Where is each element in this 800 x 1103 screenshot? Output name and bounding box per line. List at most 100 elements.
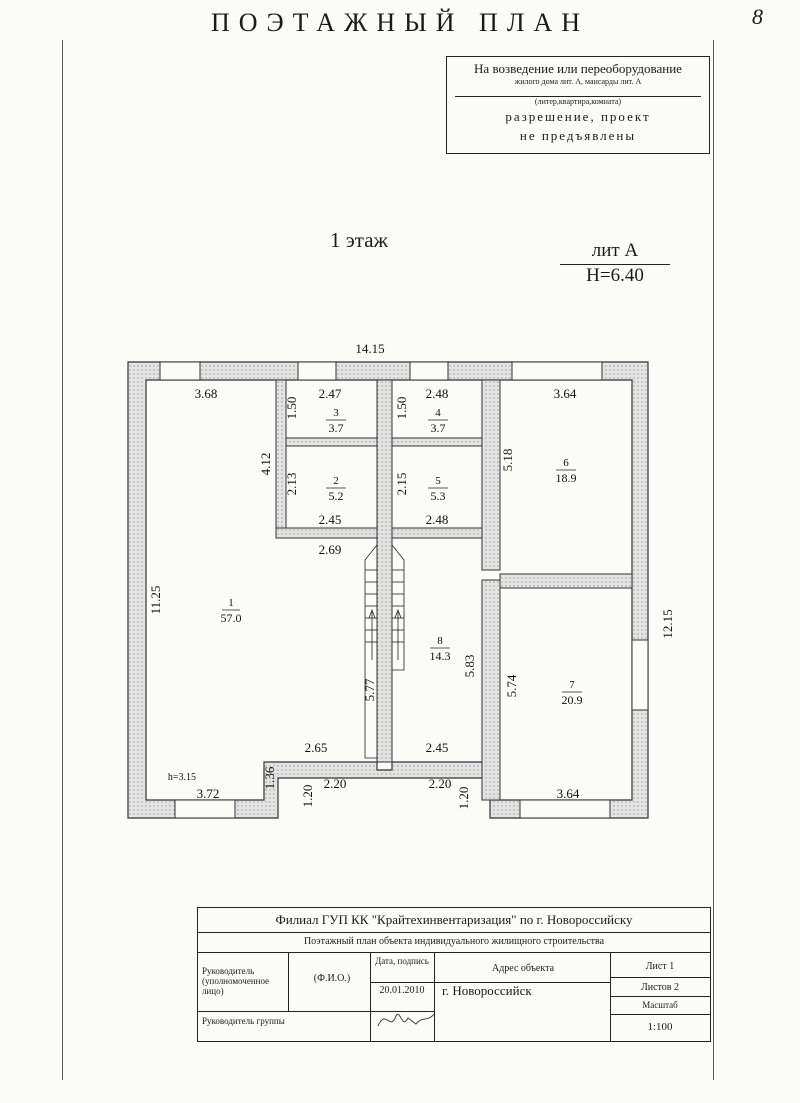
room-4-number: 4	[435, 407, 441, 419]
staircase-left	[364, 544, 378, 759]
wall-core-right	[481, 379, 501, 571]
stamp-scale-label: Масштаб	[642, 1000, 678, 1010]
room-1-area: 57.0	[221, 611, 242, 625]
dim-2-45-b: 2.45	[426, 740, 449, 755]
window	[511, 361, 603, 381]
title-block: Филиал ГУП КК "Крайтехинвентаризация" по…	[197, 907, 711, 1042]
dim-4-12: 4.12	[258, 453, 273, 476]
wall-room8-right	[481, 579, 501, 801]
stamp-vline	[288, 952, 289, 1011]
dim-1-50-a: 1.50	[284, 397, 299, 420]
note-line-3: (литер,квартира,комната)	[534, 97, 622, 106]
stamp-date-label: Дата, подпись	[375, 956, 429, 966]
windows	[159, 361, 649, 819]
stamp-hline	[610, 996, 710, 997]
window	[174, 799, 236, 819]
dim-5-77: 5.77	[362, 678, 377, 701]
stamp-vline	[434, 952, 435, 1041]
dim-3-68: 3.68	[195, 386, 218, 401]
wall-wc-right	[391, 437, 483, 447]
dim-5-18: 5.18	[500, 449, 515, 472]
wall-room6-7	[499, 573, 633, 589]
dim-2-15: 2.15	[394, 473, 409, 496]
dim-5-74: 5.74	[504, 674, 519, 697]
dim-1-20-b: 1.20	[456, 787, 471, 810]
note-divider	[455, 96, 701, 97]
note-line-1: На возведение или переоборудование	[474, 61, 682, 76]
lit-label: лит А Н=6.40	[560, 240, 670, 287]
stamp-sheets: Листов 2	[640, 982, 680, 993]
lit-underline	[560, 264, 670, 265]
dim-1-20-a: 1.20	[300, 785, 315, 808]
dim-3-64-top: 3.64	[554, 386, 577, 401]
room-8-area: 14.3	[430, 649, 451, 663]
stamp-hline	[610, 1014, 710, 1015]
stamp-fio: (Ф.И.О.)	[313, 973, 351, 984]
dim-11-25: 11.25	[148, 586, 163, 615]
dim-3-64-bottom: 3.64	[557, 786, 580, 801]
stamp-sheet: Лист 1	[645, 961, 675, 972]
window	[519, 799, 611, 819]
dim-3-72: 3.72	[197, 786, 220, 801]
stamp-address-label: Адрес объекта	[491, 963, 555, 974]
stamp-org: Филиал ГУП КК "Крайтехинвентаризация" по…	[198, 908, 710, 933]
room-3-number: 3	[333, 407, 339, 419]
dim-2-48-b: 2.48	[426, 512, 449, 527]
wall-wc-left	[285, 437, 378, 447]
room-4-area: 3.7	[431, 421, 446, 435]
lit-letter: лит А	[591, 240, 639, 261]
signature-scribble	[377, 1013, 435, 1027]
window	[631, 639, 649, 711]
area-fraction-lines	[222, 419, 582, 693]
dim-h-note: h=3.15	[168, 772, 196, 783]
stamp-hline	[198, 1011, 434, 1012]
room-2-number: 2	[333, 475, 339, 487]
window	[297, 361, 337, 381]
floor-label: 1 этаж	[330, 228, 389, 252]
handwritten-sheet-mark: 8	[752, 4, 763, 29]
dim-2-65: 2.65	[305, 740, 328, 755]
stamp-group-label: Руководитель группы	[202, 1016, 285, 1026]
room-7-area: 20.9	[562, 693, 583, 707]
room-2-area: 5.2	[329, 489, 344, 503]
staircase-right	[391, 544, 405, 671]
dim-overall-depth: 12.15	[660, 609, 675, 638]
dim-2-20-a: 2.20	[324, 776, 347, 791]
room-5-number: 5	[435, 475, 441, 487]
dim-1-50-b: 1.50	[394, 397, 409, 420]
stamp-address: г. Новороссийск	[442, 983, 532, 998]
dim-2-48-top: 2.48	[426, 386, 449, 401]
dim-2-47: 2.47	[319, 386, 342, 401]
stamp-vline	[370, 952, 371, 1041]
room-3-area: 3.7	[329, 421, 344, 435]
stamp-doc: Поэтажный план объекта индивидуального ж…	[198, 932, 710, 953]
permit-note-box: На возведение или переоборудование жилог…	[446, 56, 710, 154]
dim-5-83: 5.83	[462, 655, 477, 678]
building-height: Н=6.40	[586, 265, 644, 286]
window	[409, 361, 449, 381]
room-7-number: 7	[569, 679, 575, 691]
page-frame	[62, 40, 714, 1080]
stamp-hline	[610, 977, 710, 978]
wall-corridor-left	[376, 379, 393, 763]
dim-2-13: 2.13	[284, 473, 299, 496]
room-5-area: 5.3	[431, 489, 446, 503]
page-title: ПОЭТАЖНЫЙ ПЛАН	[210, 8, 590, 37]
note-line-2: жилого дома лит. А, мансарды лит. А	[514, 77, 642, 86]
room-6-area: 18.9	[556, 471, 577, 485]
dim-2-45-a: 2.45	[319, 512, 342, 527]
window	[159, 361, 201, 381]
dim-2-20-b: 2.20	[429, 776, 452, 791]
dim-overall-width: 14.15	[355, 341, 384, 356]
note-line-5: не предъявлены	[519, 128, 637, 143]
note-line-4: разрешение, проект	[505, 109, 651, 124]
room-1-number: 1	[228, 597, 234, 609]
room-6-number: 6	[563, 457, 569, 469]
stamp-scale: 1:100	[647, 1021, 673, 1033]
stamp-head-label: Руководитель (уполномоченное лицо)	[202, 966, 270, 996]
stamp-date: 20.01.2010	[379, 985, 425, 996]
dim-2-69: 2.69	[319, 542, 342, 557]
dim-1-36: 1.36	[262, 766, 277, 789]
stamp-hline	[370, 982, 610, 983]
